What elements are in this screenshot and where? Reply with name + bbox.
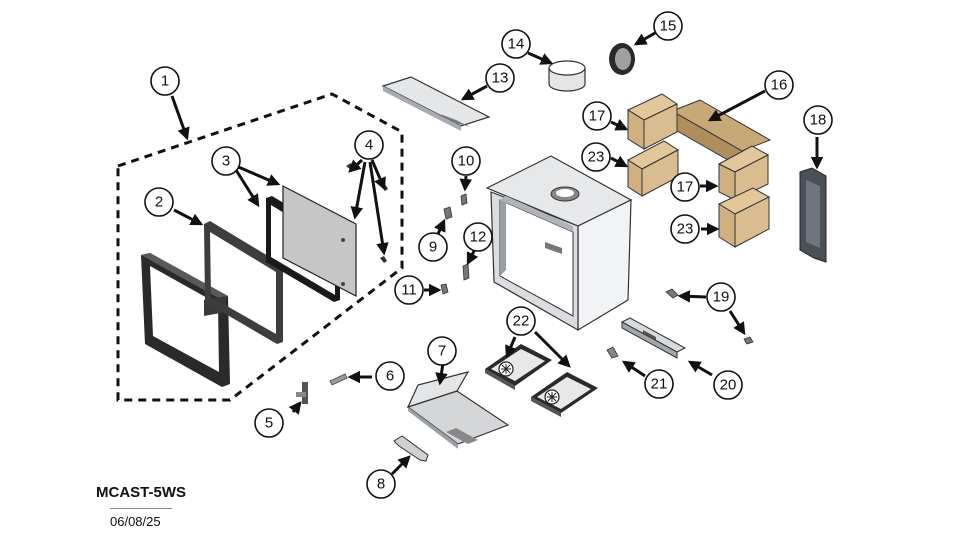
callout-label: 17 <box>677 179 694 196</box>
bracket-part <box>462 263 470 281</box>
glass-panel-part <box>282 185 357 297</box>
callout-label: 23 <box>677 221 694 238</box>
small-bracket-part <box>743 336 754 345</box>
callout-label: 19 <box>713 289 730 306</box>
callout-label: 13 <box>492 70 509 87</box>
bracket-part <box>443 206 453 220</box>
callout-15: 15 <box>653 11 683 41</box>
callout-21: 21 <box>644 369 674 399</box>
ash-tray-part <box>406 371 510 449</box>
callout-1: 1 <box>150 66 180 96</box>
callout-5: 5 <box>254 408 284 438</box>
callout-label: 4 <box>365 137 373 154</box>
callout-23: 23 <box>670 214 700 244</box>
stove-body-part <box>485 155 633 332</box>
callout-16: 16 <box>764 70 794 100</box>
callout-7: 7 <box>427 336 457 366</box>
callout-10: 10 <box>451 146 481 176</box>
callout-label: 17 <box>589 108 606 125</box>
callout-14: 14 <box>501 29 531 59</box>
callout-label: 1 <box>161 73 169 90</box>
callout-label: 8 <box>377 476 385 493</box>
rail-pin-part <box>606 346 619 359</box>
glass-clip-part <box>380 256 387 263</box>
blanking-plate-part <box>609 43 635 75</box>
callout-9: 9 <box>418 232 448 262</box>
callout-label: 11 <box>401 282 417 299</box>
callout-label: 20 <box>720 377 737 394</box>
grate-part <box>531 372 598 417</box>
callout-label: 3 <box>222 153 230 170</box>
callout-label: 16 <box>771 77 788 94</box>
callout-11: 11 <box>394 275 424 305</box>
firebrick-part <box>717 145 770 201</box>
callout-label: 6 <box>386 368 394 385</box>
door-assembly-outline <box>116 92 404 402</box>
divider <box>110 508 172 509</box>
callout-23: 23 <box>581 142 611 172</box>
callout-17: 17 <box>670 172 700 202</box>
callout-label: 2 <box>155 194 163 211</box>
pin-part <box>329 373 348 386</box>
callout-label: 5 <box>265 415 273 432</box>
flue-collar-part <box>548 60 586 92</box>
callout-8: 8 <box>366 469 396 499</box>
side-panel-part <box>799 167 827 263</box>
revision-date: 06/08/25 <box>110 514 161 529</box>
callout-label: 21 <box>651 376 668 393</box>
callout-3: 3 <box>211 146 241 176</box>
callout-label: 10 <box>458 153 475 170</box>
door-seal-part <box>204 221 283 344</box>
callout-label: 23 <box>588 149 605 166</box>
callout-label: 14 <box>508 36 525 53</box>
callout-12: 12 <box>463 222 493 252</box>
callout-label: 7 <box>438 343 446 360</box>
firebrick-part <box>626 93 679 150</box>
firebrick-part <box>717 187 771 248</box>
firebrick-part <box>627 140 679 197</box>
callout-17: 17 <box>582 101 612 131</box>
air-wash-rail-part <box>620 317 687 359</box>
callout-label: 9 <box>429 239 437 256</box>
bracket-part <box>460 193 468 206</box>
callout-label: 22 <box>513 313 530 330</box>
callout-18: 18 <box>803 105 833 135</box>
grate-part <box>485 344 552 390</box>
callout-2: 2 <box>144 187 174 217</box>
riddling-tool-part <box>393 435 429 462</box>
door-frame-part <box>141 253 230 387</box>
model-code: MCAST-5WS <box>96 484 186 501</box>
bracket-part <box>440 283 449 295</box>
callout-6: 6 <box>375 361 405 391</box>
callout-22: 22 <box>506 306 536 336</box>
callout-13: 13 <box>485 63 515 93</box>
small-bracket-part <box>665 288 679 299</box>
door-latch-part <box>296 382 308 404</box>
callout-4: 4 <box>354 130 384 160</box>
callout-label: 18 <box>810 112 827 129</box>
callout-20: 20 <box>713 370 743 400</box>
callout-label: 12 <box>470 229 487 246</box>
callout-label: 15 <box>660 18 677 35</box>
callout-19: 19 <box>706 282 736 312</box>
baffle-part <box>381 76 491 131</box>
